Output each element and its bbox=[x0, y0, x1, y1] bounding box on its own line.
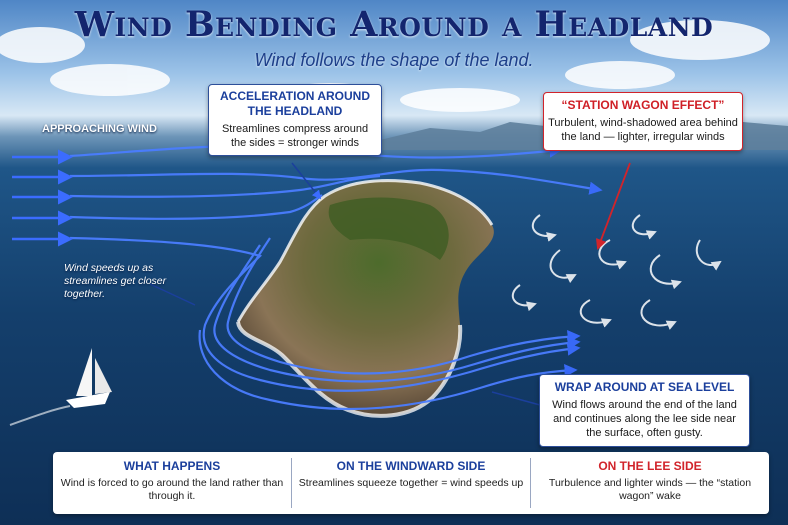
station-wagon-text: Turbulent, wind-shadowed area behind the… bbox=[548, 117, 738, 143]
station-wagon-title: “STATION WAGON EFFECT” bbox=[561, 98, 725, 112]
page-title: Wind Bending Around a Headland bbox=[74, 4, 714, 45]
summary-title: ON THE WINDWARD SIDE bbox=[336, 459, 486, 473]
summary-text: Turbulence and lighter winds — the “stat… bbox=[548, 477, 752, 502]
acceleration-callout: ACCELERATION AROUND THE HEADLAND Streaml… bbox=[208, 84, 382, 156]
summary-lee: ON THE LEE SIDE Turbulence and lighter w… bbox=[530, 458, 769, 508]
summary-text: Wind is forced to go around the land rat… bbox=[60, 477, 284, 502]
wrap-callout: WRAP AROUND AT SEA LEVEL Wind flows arou… bbox=[539, 374, 750, 447]
summary-title: ON THE LEE SIDE bbox=[598, 459, 702, 473]
page-subtitle: Wind follows the shape of the land. bbox=[254, 50, 534, 70]
wrap-text: Wind flows around the end of the land an… bbox=[552, 399, 737, 439]
approaching-arrows bbox=[12, 149, 73, 247]
acceleration-title: ACCELERATION AROUND THE HEADLAND bbox=[220, 89, 370, 118]
turbulent-eddies bbox=[511, 214, 722, 330]
speed-note: Wind speeds up as streamlines get closer… bbox=[64, 262, 167, 300]
sailboat bbox=[9, 348, 112, 426]
summary-windward: ON THE WINDWARD SIDE Streamlines squeeze… bbox=[291, 458, 530, 508]
summary-text: Streamlines squeeze together = wind spee… bbox=[298, 477, 524, 489]
clouds bbox=[0, 20, 770, 112]
approaching-wind-label: APPROACHING WIND bbox=[42, 123, 157, 135]
summary-title: WHAT HAPPENS bbox=[123, 459, 221, 473]
acceleration-text: Streamlines compress around the sides = … bbox=[221, 123, 369, 149]
summary-panel: WHAT HAPPENS Wind is forced to go around… bbox=[53, 452, 769, 514]
note-leader bbox=[149, 283, 196, 306]
station-wagon-callout: “STATION WAGON EFFECT” Turbulent, wind-s… bbox=[543, 92, 743, 151]
streamlines bbox=[69, 144, 603, 411]
wrap-title: WRAP AROUND AT SEA LEVEL bbox=[554, 380, 735, 394]
wagon-leader bbox=[595, 162, 631, 251]
summary-what-happens: WHAT HAPPENS Wind is forced to go around… bbox=[53, 452, 291, 514]
headland-island bbox=[236, 179, 494, 418]
accel-leader bbox=[291, 162, 322, 200]
wrap-leader bbox=[491, 391, 541, 406]
